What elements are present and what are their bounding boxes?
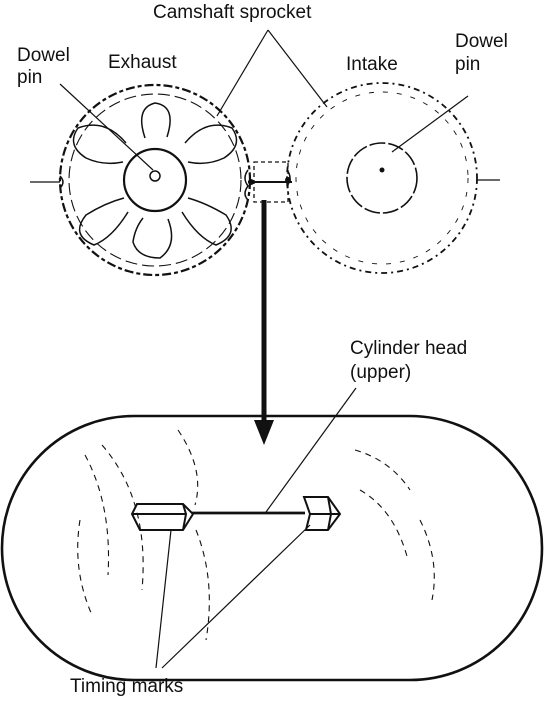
leader-dowel-left	[59, 83, 154, 171]
intake-camshaft-sprocket	[286, 82, 500, 274]
timing-mark-left	[130, 503, 195, 531]
camshaft-sprocket-label: Camshaft sprocket	[153, 2, 312, 23]
down-arrow	[254, 200, 274, 445]
exhaust-camshaft-sprocket	[30, 83, 252, 277]
leader-timing-mark-left	[155, 529, 172, 669]
dowel-pin-right-label-line1: Dowel	[455, 31, 508, 52]
timing-marks-label: Timing marks	[70, 676, 184, 697]
cylinder-head-upper	[0, 414, 544, 682]
timing-mark-right	[302, 496, 342, 531]
cylinder-head-label-line2: (upper)	[350, 362, 412, 383]
leader-cylinder-head	[265, 387, 357, 513]
leader-lines	[59, 29, 469, 669]
intake-label: Intake	[346, 54, 398, 75]
dowel-pin-left-label-line2: pin	[17, 67, 43, 88]
leader-sprocket-right	[267, 29, 328, 108]
dowel-pin-left-label-line1: Dowel	[17, 45, 70, 66]
leader-sprocket-left	[216, 29, 269, 117]
leader-timing-mark-right	[161, 524, 311, 669]
dowel-pin-right-label-line2: pin	[455, 54, 481, 75]
leader-dowel-right	[391, 95, 469, 153]
exhaust-label: Exhaust	[108, 52, 177, 73]
cylinder-head-label-line1: Cylinder head	[350, 338, 468, 359]
sprocket-link	[248, 161, 292, 203]
